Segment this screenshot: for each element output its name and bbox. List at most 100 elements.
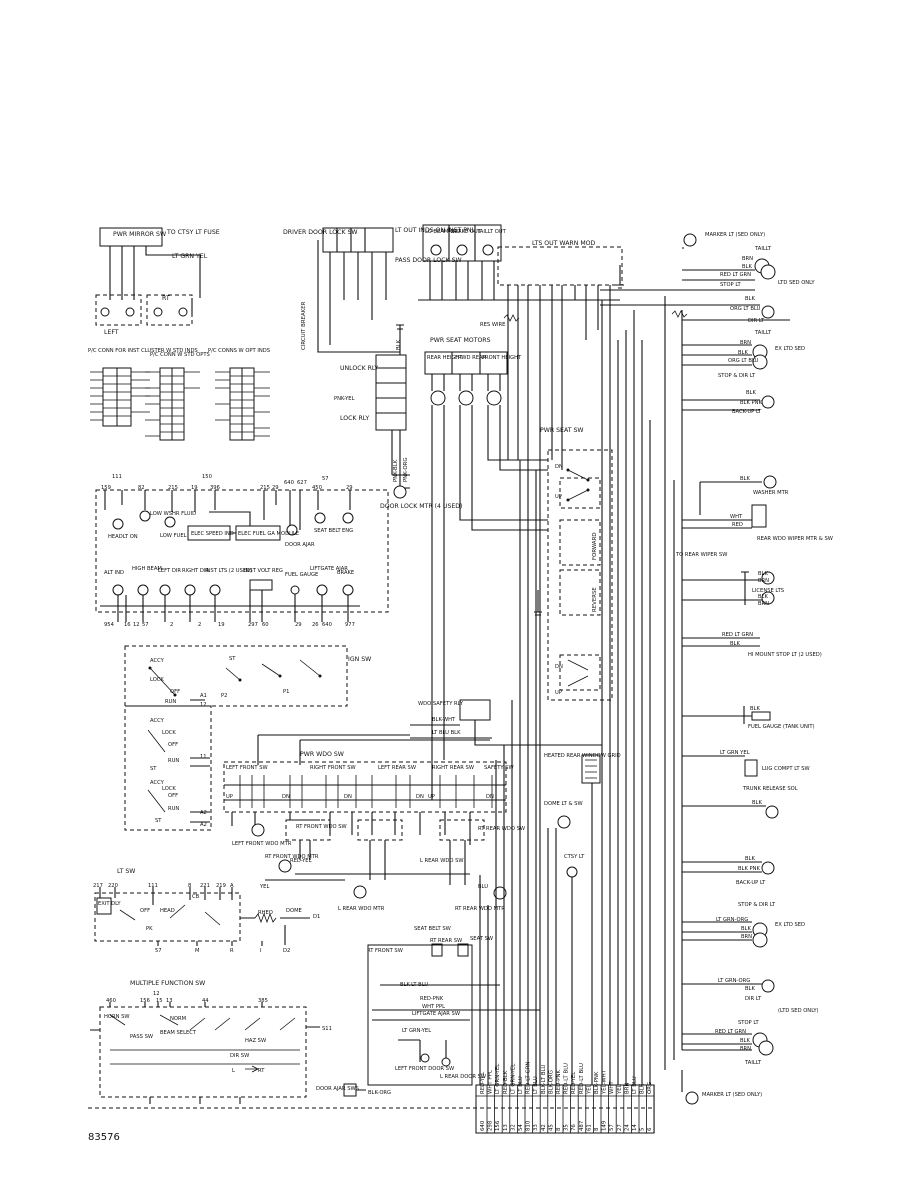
ign-a2b-label: A2 xyxy=(200,822,207,828)
connector-wire-color: BLK-PNK xyxy=(594,1071,600,1094)
brake-label: BRAKE xyxy=(337,570,354,576)
ltd-sed-only-2: (LTD SED ONLY) xyxy=(778,1008,819,1014)
rt-rear-sw-label: RT REAR SW xyxy=(430,938,462,944)
lt-grn-yel-center-label: LT GRN-YEL xyxy=(402,1028,431,1034)
lock-rly-label: LOCK RLY xyxy=(340,415,369,422)
high-beam-label: HIGH BEAM xyxy=(132,566,162,572)
taillt-2: TAILLT xyxy=(754,330,772,336)
d1-label: D1 xyxy=(313,914,320,920)
pc-conn-opt-inds-label: P/C CONNS W OPT INDS xyxy=(208,348,270,354)
blk-pnk-1: BLK PNK xyxy=(740,400,763,406)
connector-cavity-487: 487 xyxy=(579,1121,585,1131)
ign-accy-3: ACCY xyxy=(150,780,165,786)
back-up-lt-2: BACK-UP LT xyxy=(736,880,766,886)
light-switch: LT SW 217 220 111 8 221 219 A EXIT DLY O… xyxy=(93,868,320,954)
rf-wdo-sw-label: RT FRONT WDO SW xyxy=(296,824,347,830)
ign-p1-label: P1 xyxy=(283,689,289,695)
dome-label: DOME xyxy=(286,908,302,914)
cluster-bot-640: 640 xyxy=(322,622,332,628)
multiple-function-switch: MULTIPLE FUNCTION SW 12 460 156 15 13 44… xyxy=(90,980,332,1104)
frwd-rear-label: FRWD REAR xyxy=(455,355,487,361)
dir-sw-label: DIR SW xyxy=(230,1053,249,1059)
dir-l-label: L xyxy=(232,1068,235,1074)
cluster-bot-2: 2 xyxy=(170,622,173,628)
lt-sw-a: A xyxy=(230,883,234,889)
right-front-sw-label: RIGHT FRONT SW xyxy=(310,765,356,771)
rr-dn-label: DN xyxy=(486,794,494,800)
connector-wire-color: BLK-ORG xyxy=(548,1070,554,1094)
connector-wire-color: WHT xyxy=(609,1081,615,1094)
org-lt-blu-1: ORG LT BLU xyxy=(730,306,761,312)
connector-wire-color: RED-YEL xyxy=(480,1072,486,1094)
multi-15: 15 xyxy=(156,998,163,1004)
blk-7: BLK xyxy=(758,594,768,600)
taillt-1: TAILLT xyxy=(754,246,772,252)
ign-off-label: OFF xyxy=(170,689,180,695)
left-mirror-label: LEFT xyxy=(104,329,119,336)
pc-connector-tables: P/C CONN FOR INST CLUSTER W STD INDS P/C… xyxy=(88,348,270,441)
low-wshr-label: LOW WSHR FLUID xyxy=(150,511,196,517)
brn-1: BRN xyxy=(742,256,753,262)
seat-up-2: UP xyxy=(555,690,562,696)
brn-5: BRN xyxy=(741,934,752,940)
liftgate-ajar-label: LIFTGATE AJAR xyxy=(310,566,348,572)
safety-sw-label: SAFETY SW xyxy=(484,765,514,771)
ign-a2-label: A2 xyxy=(200,810,207,816)
right-rear-sw-label: RIGHT REAR SW xyxy=(432,765,474,771)
liftgate-ajar-sw-label: LIFTGATE AJAR SW xyxy=(412,1011,460,1017)
blk-14: BLK xyxy=(740,1038,750,1044)
connector-cavity-42: 42 xyxy=(541,1124,547,1131)
heated-grid-and-dome: HEATED REAR WINDOW GRID DOME LT & SW CTS… xyxy=(544,753,621,1085)
taillt-out-label: TAILLT OUT xyxy=(476,229,507,235)
exit-dly-label: EXIT DLY xyxy=(98,901,121,907)
connector-cavity-149: 149 xyxy=(602,1120,608,1131)
lt-cb-label: CB xyxy=(192,894,200,900)
cluster-bot-57: 57 xyxy=(142,622,149,628)
connector-wire-color: LT BLU xyxy=(632,1076,638,1094)
yel-label: YEL xyxy=(259,884,269,890)
cluster-bot-26: 26 xyxy=(312,622,319,628)
low-fuel-label: LOW FUEL xyxy=(160,533,187,539)
inst-lts-label: INST LTS (2 USED) xyxy=(205,568,252,574)
door-lock-mtr-label: DOOR LOCK MTR (4 USED) xyxy=(380,503,462,510)
connector-wire-color: WHT PPL xyxy=(488,1070,494,1094)
cluster-num-640: 640 xyxy=(284,480,294,486)
connector-wire-color: BLK xyxy=(640,1083,646,1094)
brn-4: BRN xyxy=(758,601,769,607)
ctsy-fuse-label: TO CTSY LT FUSE xyxy=(166,229,220,236)
headlt-on-label: HEADLT ON xyxy=(108,534,138,540)
pnk-org-label: PNK-ORG xyxy=(403,457,409,482)
unlock-rly-label: UNLOCK RLY xyxy=(340,365,379,372)
connector-wire-color: BRN xyxy=(624,1083,630,1094)
cluster-bot-19: 19 xyxy=(218,622,225,628)
rheo-label: RHEO xyxy=(258,910,273,916)
pwr-wdo-title: PWR WDO SW xyxy=(300,751,344,758)
lt-out-inds-label: LT OUT INDS ON INST PNL xyxy=(395,227,476,234)
ign-st-3: ST xyxy=(155,818,162,824)
lr-dn-label: DN xyxy=(416,794,424,800)
stop-lt-1: STOP LT xyxy=(720,282,741,288)
to-rear-wiper-label: TO REAR WIPER SW xyxy=(675,552,727,558)
rt-mirror-label: RT xyxy=(162,295,170,302)
blk-6: BLK xyxy=(758,571,768,577)
connector-wire-color: RED-LT BLU xyxy=(564,1063,570,1094)
rf-wdo-mtr-label: RT FRONT WDO MTR xyxy=(265,854,319,860)
connector-wire-color: YEL xyxy=(617,1084,623,1095)
seat-sw-label: SEAT SW xyxy=(470,936,493,942)
wdo-safety-rly-label: WDO SAFETY RLY xyxy=(418,701,464,707)
red-1: RED xyxy=(732,522,743,528)
brn-3: BRN xyxy=(758,578,769,584)
cluster-bot-12: 12 xyxy=(133,622,140,628)
stop-dir-1: STOP & DIR LT xyxy=(718,373,756,379)
marker-bot-label: MARKER LT (SED ONLY) xyxy=(702,1092,762,1098)
blu-label: BLU xyxy=(478,884,488,890)
lt-pk-label: PK xyxy=(146,926,153,932)
left-rear-sw-label: LEFT REAR SW xyxy=(378,765,416,771)
lt-bot-m: M xyxy=(195,948,199,954)
multi-44: 44 xyxy=(202,998,209,1004)
pwr-seat-sw-label: PWR SEAT SW xyxy=(540,427,584,434)
back-up-lt-1: BACK-UP LT xyxy=(732,409,762,415)
blk-3: BLK xyxy=(738,350,748,356)
